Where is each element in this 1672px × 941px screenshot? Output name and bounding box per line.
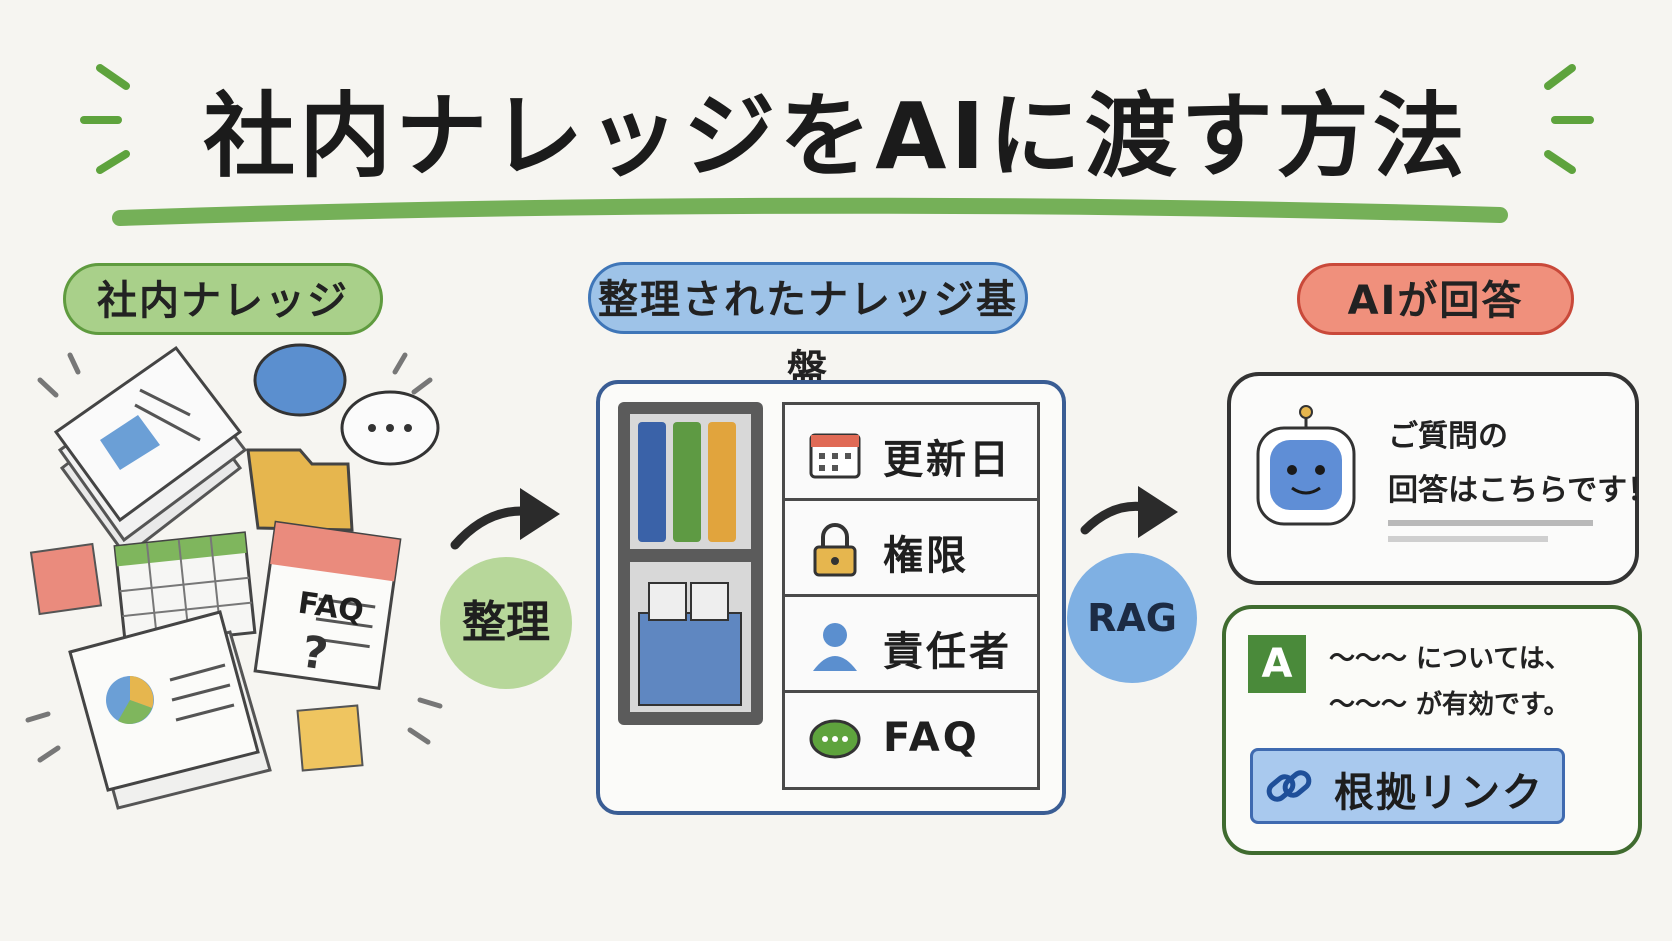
ai-reply-line1: ご質問の [1388,419,1508,454]
ai-reply-line-placeholder [1388,520,1593,526]
stage-base-label: 整理されたナレッジ基盤 [588,262,1028,393]
person-icon [813,623,857,671]
blue-speech-bubble-icon [253,343,347,417]
lock-icon [813,523,857,577]
kb-row-updated: 更新日 [785,405,1037,501]
answer-badge: A [1248,635,1306,693]
answer-line2: 〜〜〜 が有効です。 [1329,690,1570,720]
ai-reply-line-placeholder [1388,536,1548,542]
answer-line1: 〜〜〜 については、 [1329,644,1571,674]
binder-shelf-icon [618,402,763,725]
organize-step: 整理 [440,557,572,689]
kb-row-permission: 権限 [785,501,1037,597]
rag-step: RAG [1067,553,1197,683]
kb-label-permission: 権限 [883,533,969,579]
page-title: 社内ナレッジをAIに渡す方法 [203,83,1469,190]
kb-row-owner: 責任者 [785,597,1037,693]
kb-label-owner: 責任者 [883,629,1012,675]
rag-arrow-icon [1080,486,1178,538]
chat-bubble-icon [809,719,861,759]
yellow-sticky-note-icon [296,704,364,772]
ai-reply-text: ご質問の 回答はこちらです！ [1388,410,1657,518]
report-document-icon [68,610,272,810]
title-underline [112,197,1508,226]
document-stack-icon [53,345,248,559]
stage-source-label: 社内ナレッジ [63,263,383,335]
robot-icon [1256,405,1356,526]
evidence-link-button[interactable] [1250,748,1565,824]
ai-reply-line2: 回答はこちらです！ [1388,473,1658,508]
kb-label-updated: 更新日 [883,437,1012,483]
title-sparks [80,64,1594,174]
knowledge-attribute-list: 更新日 権限 責任者 FAQ [782,402,1040,790]
organize-arrow-icon [450,488,560,550]
kb-row-faq: FAQ [785,693,1037,789]
kb-label-faq: FAQ [883,715,980,761]
link-chain-icon [1266,770,1312,802]
folder-icon [246,448,354,532]
calendar-icon [809,433,861,479]
faq-card-icon [253,520,402,691]
red-sticky-note-icon [29,542,103,616]
answer-text: 〜〜〜 については、 〜〜〜 が有効です。 [1329,636,1571,728]
evidence-link-label[interactable]: 根拠リンク [1334,770,1544,816]
stage-answer-label: AIが回答 [1297,263,1574,335]
